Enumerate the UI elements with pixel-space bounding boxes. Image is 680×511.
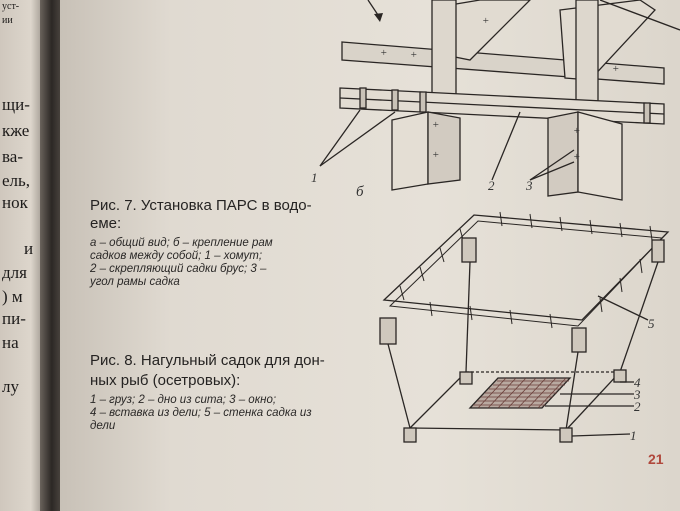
fig7-legend-line: угол рамы садка xyxy=(90,276,180,288)
fig7-label-3: 3 xyxy=(525,178,533,193)
left-fragment: нок xyxy=(2,193,28,212)
fig8-legend-line: 1 – груз; 2 – дно из сита; 3 – окно; xyxy=(90,394,277,406)
fig7-label-1: 1 xyxy=(311,170,318,185)
fig7-legend-line: садков между собой; 1 – хомут; xyxy=(90,250,263,262)
svg-text:+: + xyxy=(573,125,580,137)
left-fragment: кже xyxy=(2,121,30,140)
fig8-label-4: 4 xyxy=(634,375,641,390)
left-fragment: щи- xyxy=(2,95,30,114)
svg-text:+: + xyxy=(482,15,489,27)
fig8-label-3: 3 xyxy=(633,387,641,402)
fig8-label-1: 1 xyxy=(630,428,637,443)
left-fragment: ель, xyxy=(2,171,31,190)
svg-text:+: + xyxy=(432,149,439,161)
fig8-label-5: 5 xyxy=(648,316,655,331)
svg-text:+: + xyxy=(410,49,417,61)
left-fragment: уст- xyxy=(2,1,20,12)
fig7-legend-line: 2 – скрепляющий садки брус; 3 – xyxy=(90,263,267,275)
left-fragment: ) м xyxy=(2,287,23,306)
fig8-label-2: 2 xyxy=(634,399,641,414)
left-fragment: ва- xyxy=(2,147,24,166)
fig8-legend-line: 4 – вставка из дели; 5 – стенка садка из xyxy=(90,407,312,419)
fig8-title-line: Рис. 8. Нагульный садок для дон- xyxy=(90,352,325,369)
fig8-title-line: ных рыб (осетровых): xyxy=(90,372,241,389)
page-number: 21 xyxy=(648,451,664,467)
left-fragment: для xyxy=(2,263,27,282)
fig7-label-2: 2 xyxy=(488,178,495,193)
fig7-legend-line: а – общий вид; б – крепление рам xyxy=(90,237,273,249)
left-fragment: пи- xyxy=(2,309,26,328)
left-fragment: и xyxy=(24,239,34,258)
svg-text:+: + xyxy=(380,47,387,59)
left-fragment: ии xyxy=(2,15,13,26)
svg-text:+: + xyxy=(573,151,580,163)
left-fragment: на xyxy=(2,333,19,352)
svg-text:+: + xyxy=(612,63,619,75)
left-page: уст- ии щи- кже ва- ель, нок и для ) м п… xyxy=(0,0,44,511)
left-fragment: лу xyxy=(2,377,19,396)
fig7-title-line: Рис. 7. Установка ПАРС в водо- xyxy=(90,197,312,214)
fig7-label-b: б xyxy=(356,184,364,200)
fig7-title-line: еме: xyxy=(90,215,122,232)
fig8-legend-line: дели xyxy=(90,420,116,432)
svg-text:+: + xyxy=(432,119,439,131)
